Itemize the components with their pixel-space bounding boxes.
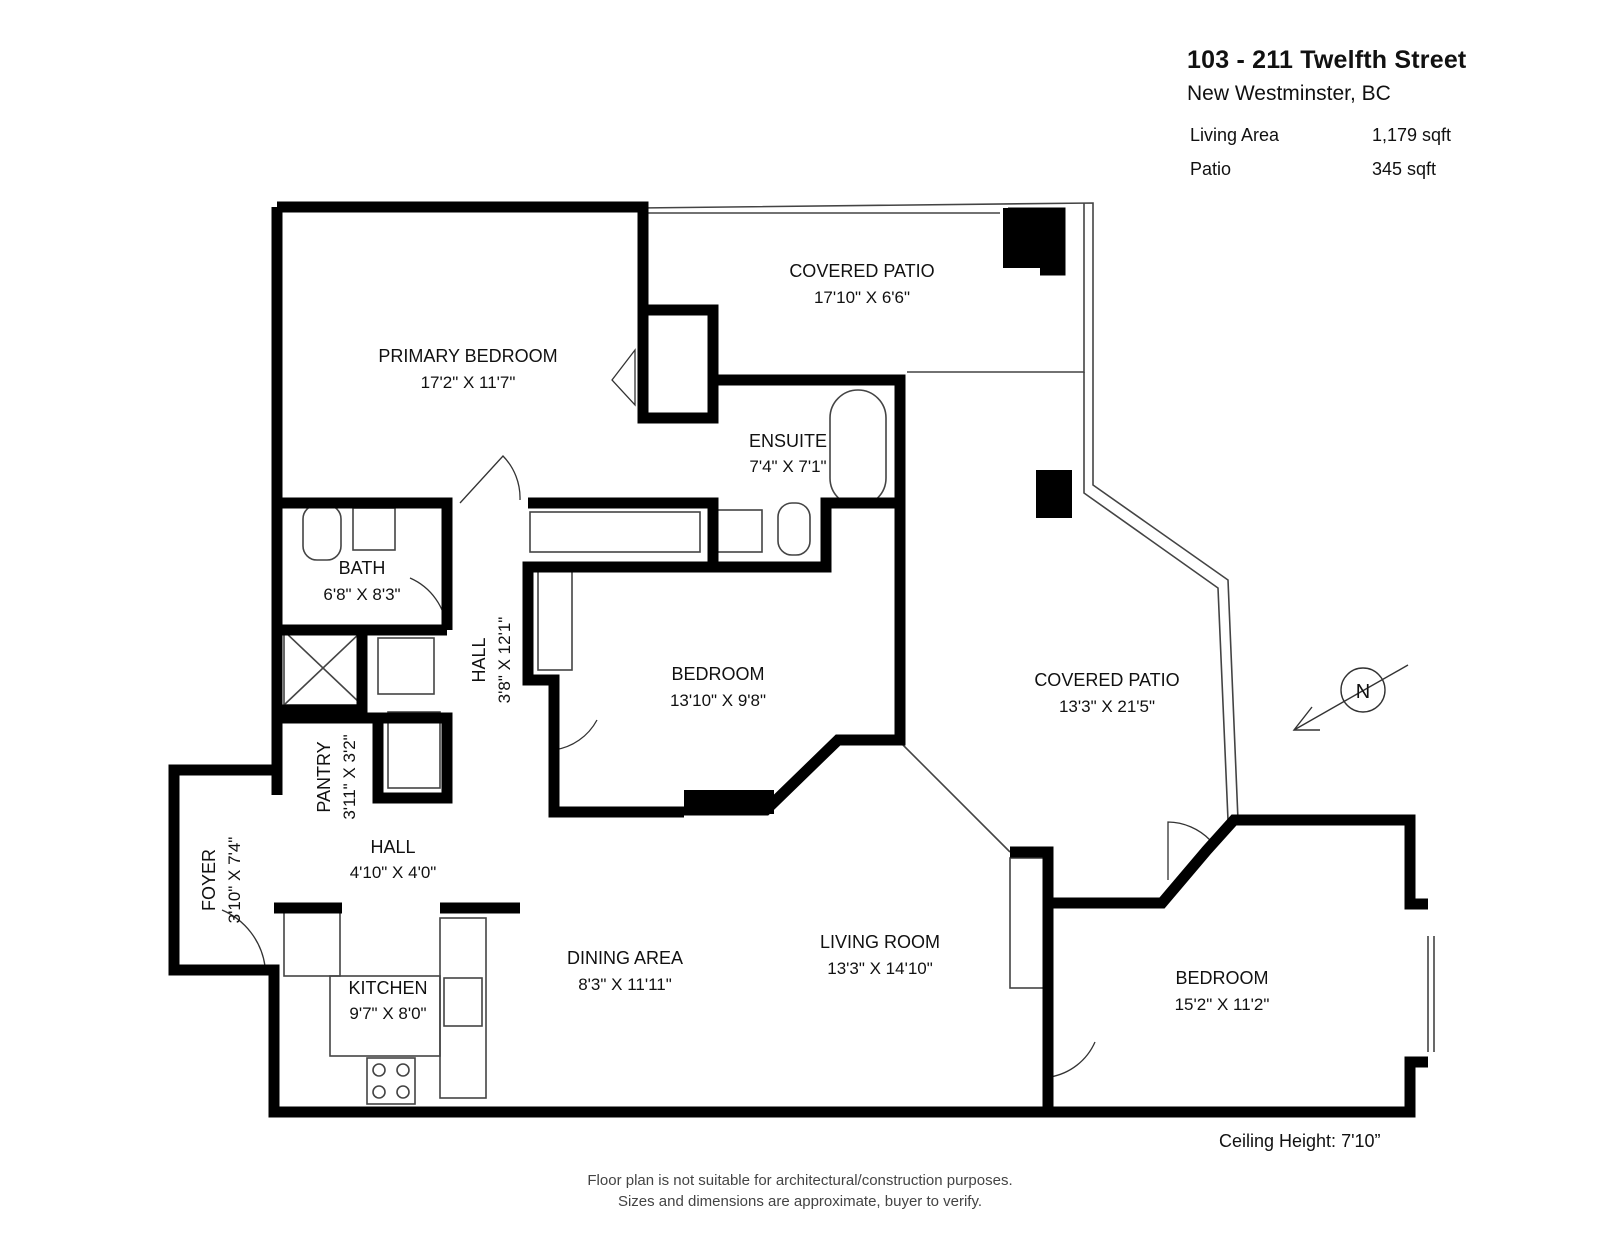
living-room-name: LIVING ROOM bbox=[820, 932, 940, 952]
pantry-shelves bbox=[387, 711, 441, 789]
primary-bedroom-dim: 17'2" X 11'7" bbox=[421, 373, 516, 392]
wall-ensuite bbox=[707, 497, 900, 573]
burner-4 bbox=[396, 1085, 410, 1099]
foyer-dim: 3'10" X 7'4" bbox=[225, 837, 244, 924]
door-swing-foyer bbox=[193, 909, 266, 967]
living-area-label: Living Area bbox=[1190, 125, 1280, 145]
bath-name: BATH bbox=[339, 558, 386, 578]
closet-shelves bbox=[529, 511, 701, 553]
city-label: New Westminster, BC bbox=[1187, 82, 1391, 105]
primary-bedroom-name: PRIMARY BEDROOM bbox=[378, 346, 557, 366]
ensuite-toilet bbox=[777, 502, 811, 556]
door-swing-patio bbox=[1167, 821, 1211, 880]
wall-mass bbox=[684, 790, 774, 814]
kitchen-fridge bbox=[283, 907, 341, 977]
north-compass bbox=[1292, 664, 1409, 731]
wall-hall-closet bbox=[522, 497, 719, 818]
shower-x2 bbox=[283, 630, 363, 706]
door-swing-closet bbox=[611, 348, 636, 407]
pantry-dim: 3'11" X 3'2" bbox=[340, 734, 359, 819]
wall-primary-outer bbox=[277, 201, 906, 816]
sliding-door bbox=[899, 741, 1011, 853]
bath-toilet bbox=[302, 504, 342, 561]
patio-right-railing bbox=[1083, 372, 1229, 821]
bath-dim: 6'8" X 8'3" bbox=[323, 585, 400, 604]
column-1 bbox=[1003, 208, 1063, 268]
covered-patio-top-dim: 17'10" X 6'6" bbox=[814, 288, 910, 307]
hall-dim: 4'10" X 4'0" bbox=[350, 863, 437, 882]
door-swing-bath bbox=[409, 565, 448, 631]
disclaimer-line-1: Floor plan is not suitable for architect… bbox=[587, 1172, 1013, 1189]
patio-top-outline bbox=[637, 202, 1239, 821]
kitchen-name: KITCHEN bbox=[348, 978, 427, 998]
compass-arrow-icon bbox=[1292, 706, 1320, 731]
compass-line bbox=[1293, 664, 1409, 731]
wall-bedroom-east bbox=[1010, 814, 1428, 910]
kitchen-sink bbox=[443, 977, 483, 1027]
compass-label: N bbox=[1356, 681, 1370, 703]
burner-2 bbox=[396, 1063, 410, 1077]
ensuite-sink bbox=[716, 509, 763, 553]
living-area-value: 1,179 sqft bbox=[1372, 125, 1452, 145]
wall-bath-top bbox=[277, 497, 453, 630]
dining-area-dim: 8'3" X 11'11" bbox=[578, 975, 672, 994]
covered-patio-right-dim: 13'3" X 21'5" bbox=[1059, 697, 1155, 716]
wall-pantry bbox=[277, 712, 453, 804]
bathtub bbox=[829, 389, 887, 507]
bedroom-middle-name: BEDROOM bbox=[671, 664, 764, 684]
address-title: 103 - 211 Twelfth Street bbox=[1187, 46, 1467, 74]
stove bbox=[366, 1057, 416, 1105]
covered-patio-right-name: COVERED PATIO bbox=[1034, 670, 1179, 690]
ceiling-height: Ceiling Height: 7'10” bbox=[1219, 1131, 1381, 1151]
wall-closet bbox=[637, 310, 719, 424]
hall-vertical-dim: 3'8" X 12'1" bbox=[495, 617, 514, 704]
laundry bbox=[377, 637, 435, 695]
kitchen-counter bbox=[439, 917, 487, 1099]
hall-vertical-name: HALL bbox=[469, 637, 489, 682]
bedroom-right-name: BEDROOM bbox=[1175, 968, 1268, 988]
bedroom-middle-dim: 13'10" X 9'8" bbox=[670, 691, 766, 710]
column-2 bbox=[1036, 470, 1072, 518]
pantry-name: PANTRY bbox=[314, 741, 334, 812]
burner-1 bbox=[372, 1063, 386, 1077]
patio-area-label: Patio bbox=[1190, 159, 1232, 179]
door-swing-primary bbox=[459, 455, 521, 504]
wall-foyer bbox=[168, 764, 1048, 1118]
ensuite-dim: 7'4" X 7'1" bbox=[749, 457, 826, 476]
door-swing-bedroom-right bbox=[1049, 1018, 1096, 1078]
bath-sink bbox=[352, 507, 396, 551]
burner-3 bbox=[372, 1085, 386, 1099]
living-room-dim: 13'3" X 14'10" bbox=[827, 959, 933, 978]
kitchen-dim: 9'7" X 8'0" bbox=[349, 1004, 426, 1023]
bedroom-right-dim: 15'2" X 11'2" bbox=[1175, 995, 1270, 1014]
fireplace bbox=[1009, 857, 1045, 989]
bedroom-closet bbox=[537, 567, 573, 671]
wall-living-south bbox=[1048, 1056, 1428, 1118]
wall-shower bbox=[277, 630, 368, 716]
ensuite-name: ENSUITE bbox=[749, 431, 827, 451]
patio-area-value: 345 sqft bbox=[1372, 159, 1437, 179]
compass-circle-icon bbox=[1340, 667, 1386, 713]
dining-area-name: DINING AREA bbox=[567, 948, 683, 968]
covered-patio-top-name: COVERED PATIO bbox=[789, 261, 934, 281]
hall-name: HALL bbox=[370, 837, 415, 857]
disclaimer-line-2: Sizes and dimensions are approximate, bu… bbox=[617, 1193, 983, 1210]
door-swing-bedroom bbox=[553, 692, 598, 751]
kitchen-island bbox=[329, 975, 441, 1057]
foyer-name: FOYER bbox=[199, 849, 219, 911]
